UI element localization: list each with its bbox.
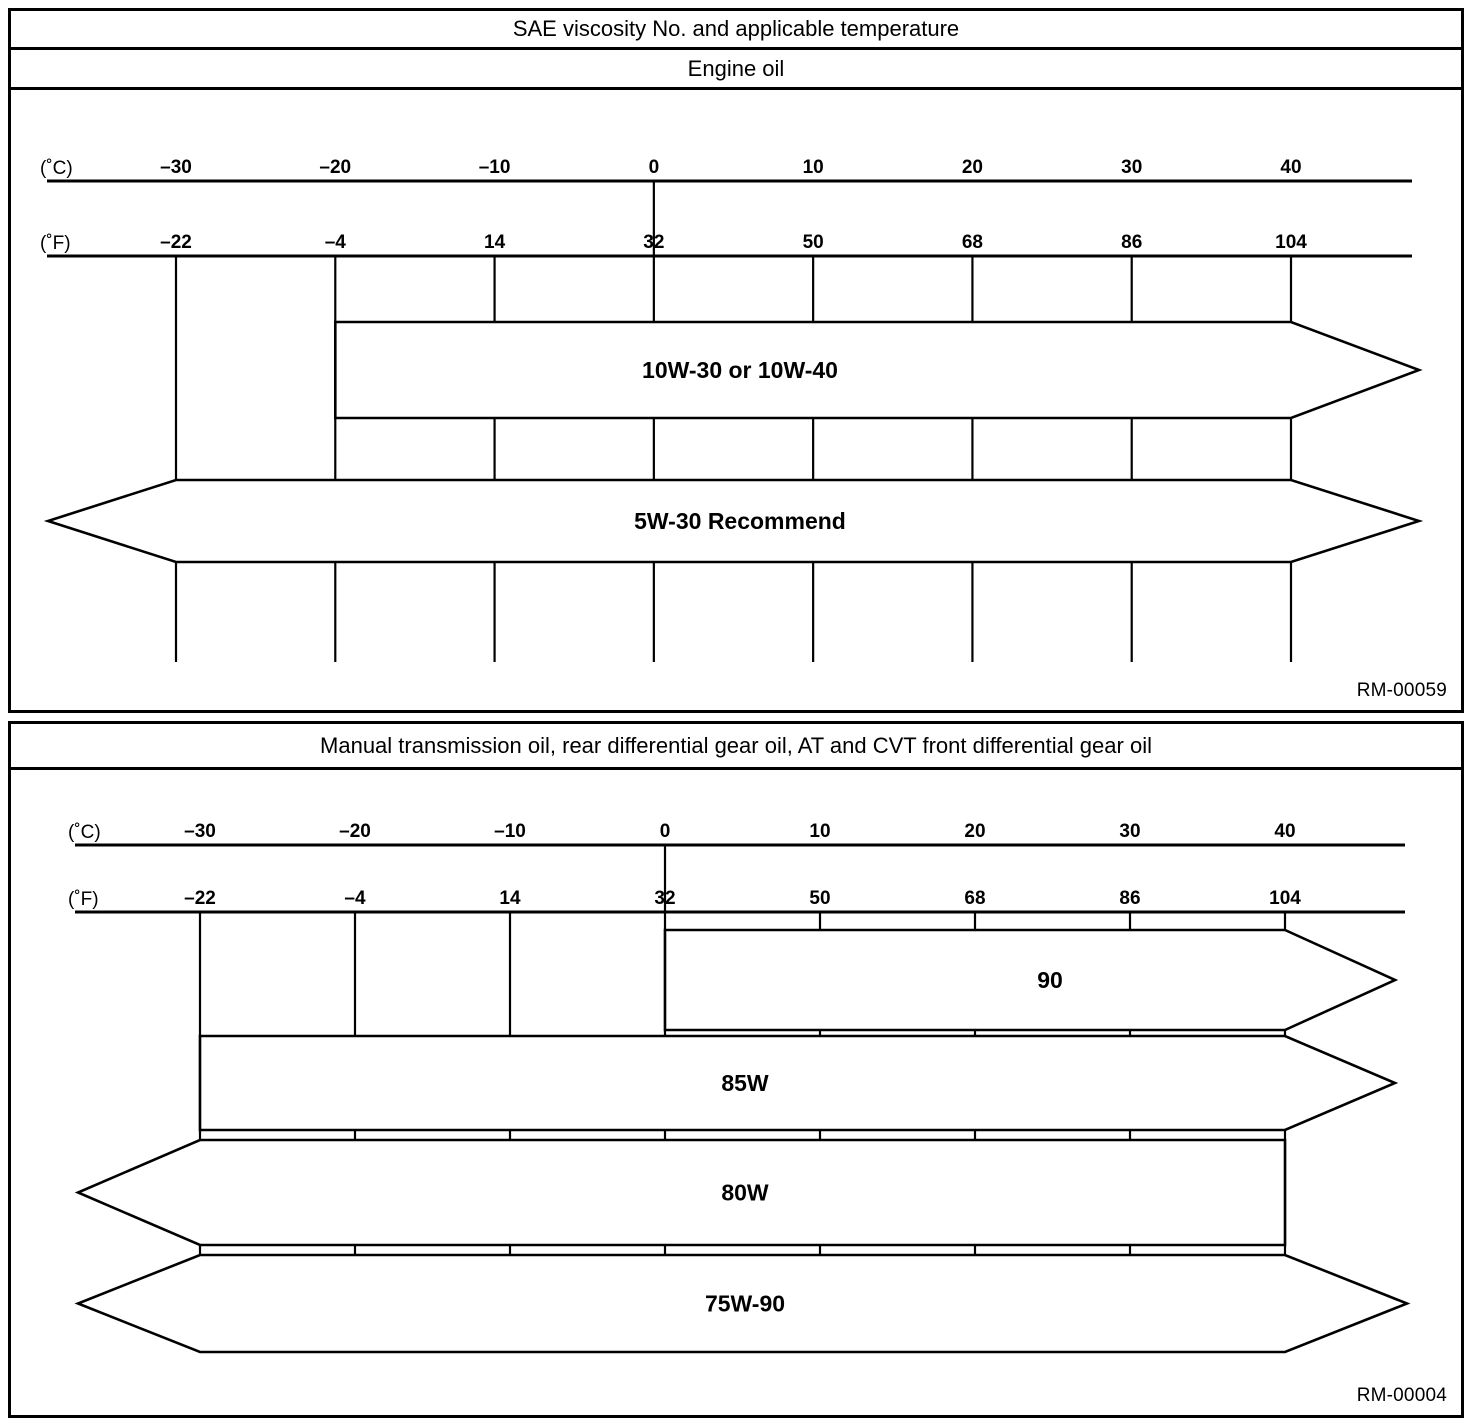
celsius-tick-5: 20 <box>964 821 985 842</box>
gear-oil-heading-text: Manual transmission oil, rear differenti… <box>320 732 1152 758</box>
celsius-tick-0: –30 <box>160 157 192 178</box>
fahrenheit-tick-2: 14 <box>499 888 521 909</box>
fahrenheit-tick-6: 86 <box>1121 232 1142 253</box>
celsius-tick-2: –10 <box>494 821 526 842</box>
fahrenheit-tick-5: 68 <box>964 888 985 909</box>
engine-oil-chart: (˚C) –30 –20 –10 0 10 20 30 40 (˚F) –22 –4 14 32 50 68 8… <box>40 157 1424 662</box>
celsius-tick-6: 30 <box>1119 821 1140 842</box>
celsius-tick-5: 20 <box>962 157 983 178</box>
fahrenheit-tick-3: 32 <box>643 232 664 253</box>
figure-title-text: SAE viscosity No. and applicable tempera… <box>512 16 960 41</box>
viscosity-band-0 <box>663 928 1399 1032</box>
fahrenheit-tick-7: 104 <box>1269 888 1301 909</box>
celsius-tick-7: 40 <box>1280 157 1301 178</box>
viscosity-band-0 <box>333 320 1423 420</box>
viscosity-band-label-2: 80W <box>721 1180 769 1206</box>
fahrenheit-tick-6: 86 <box>1119 888 1140 909</box>
viscosity-band-label-3: 75W-90 <box>705 1291 785 1317</box>
celsius-tick-4: 10 <box>809 821 830 842</box>
engine-oil-heading: Engine oil <box>11 50 1461 87</box>
fahrenheit-tick-0: –22 <box>160 232 192 253</box>
celsius-unit-label: (˚C) <box>40 158 73 179</box>
viscosity-band-1 <box>198 1034 1399 1132</box>
viscosity-band-label-0: 90 <box>1037 967 1063 993</box>
fahrenheit-tick-5: 68 <box>962 232 983 253</box>
fahrenheit-unit-label: (˚F) <box>40 233 71 254</box>
celsius-tick-6: 30 <box>1121 157 1142 178</box>
engine-oil-figure-code: RM-00059 <box>1356 680 1447 701</box>
fahrenheit-tick-2: 14 <box>484 232 506 253</box>
celsius-tick-3: 0 <box>660 821 671 842</box>
fahrenheit-tick-1: –4 <box>344 888 366 909</box>
fahrenheit-tick-7: 104 <box>1275 232 1307 253</box>
celsius-tick-2: –10 <box>479 157 511 178</box>
gear-oil-panel: Manual transmission oil, rear differenti… <box>8 721 1464 1418</box>
engine-oil-panel: SAE viscosity No. and applicable tempera… <box>8 8 1464 713</box>
gear-oil-heading-divider <box>11 767 1461 770</box>
viscosity-band-label-1: 5W-30 Recommend <box>634 508 846 534</box>
celsius-unit-label: (˚C) <box>68 822 101 843</box>
fahrenheit-unit-label: (˚F) <box>68 889 99 910</box>
viscosity-band-2 <box>74 1138 1287 1247</box>
engine-oil-heading-text: Engine oil <box>687 55 785 81</box>
title-divider <box>11 47 1461 50</box>
fahrenheit-tick-0: –22 <box>184 888 216 909</box>
fahrenheit-tick-4: 50 <box>809 888 830 909</box>
celsius-tick-7: 40 <box>1274 821 1295 842</box>
figure-title: SAE viscosity No. and applicable tempera… <box>11 11 1461 47</box>
fahrenheit-tick-3: 32 <box>654 888 675 909</box>
viscosity-band-label-0: 10W-30 or 10W-40 <box>642 357 838 383</box>
viscosity-band-1 <box>43 478 1424 564</box>
celsius-tick-3: 0 <box>649 157 660 178</box>
gear-oil-heading: Manual transmission oil, rear differenti… <box>11 724 1461 767</box>
fahrenheit-tick-1: –4 <box>325 232 347 253</box>
viscosity-band-3 <box>74 1253 1411 1354</box>
viscosity-band-label-1: 85W <box>721 1070 769 1096</box>
celsius-tick-1: –20 <box>339 821 371 842</box>
engine-oil-heading-divider <box>11 87 1461 90</box>
celsius-tick-4: 10 <box>803 157 824 178</box>
celsius-tick-1: –20 <box>319 157 351 178</box>
celsius-tick-0: –30 <box>184 821 216 842</box>
fahrenheit-tick-4: 50 <box>803 232 824 253</box>
gear-oil-figure-code: RM-00004 <box>1356 1385 1447 1406</box>
